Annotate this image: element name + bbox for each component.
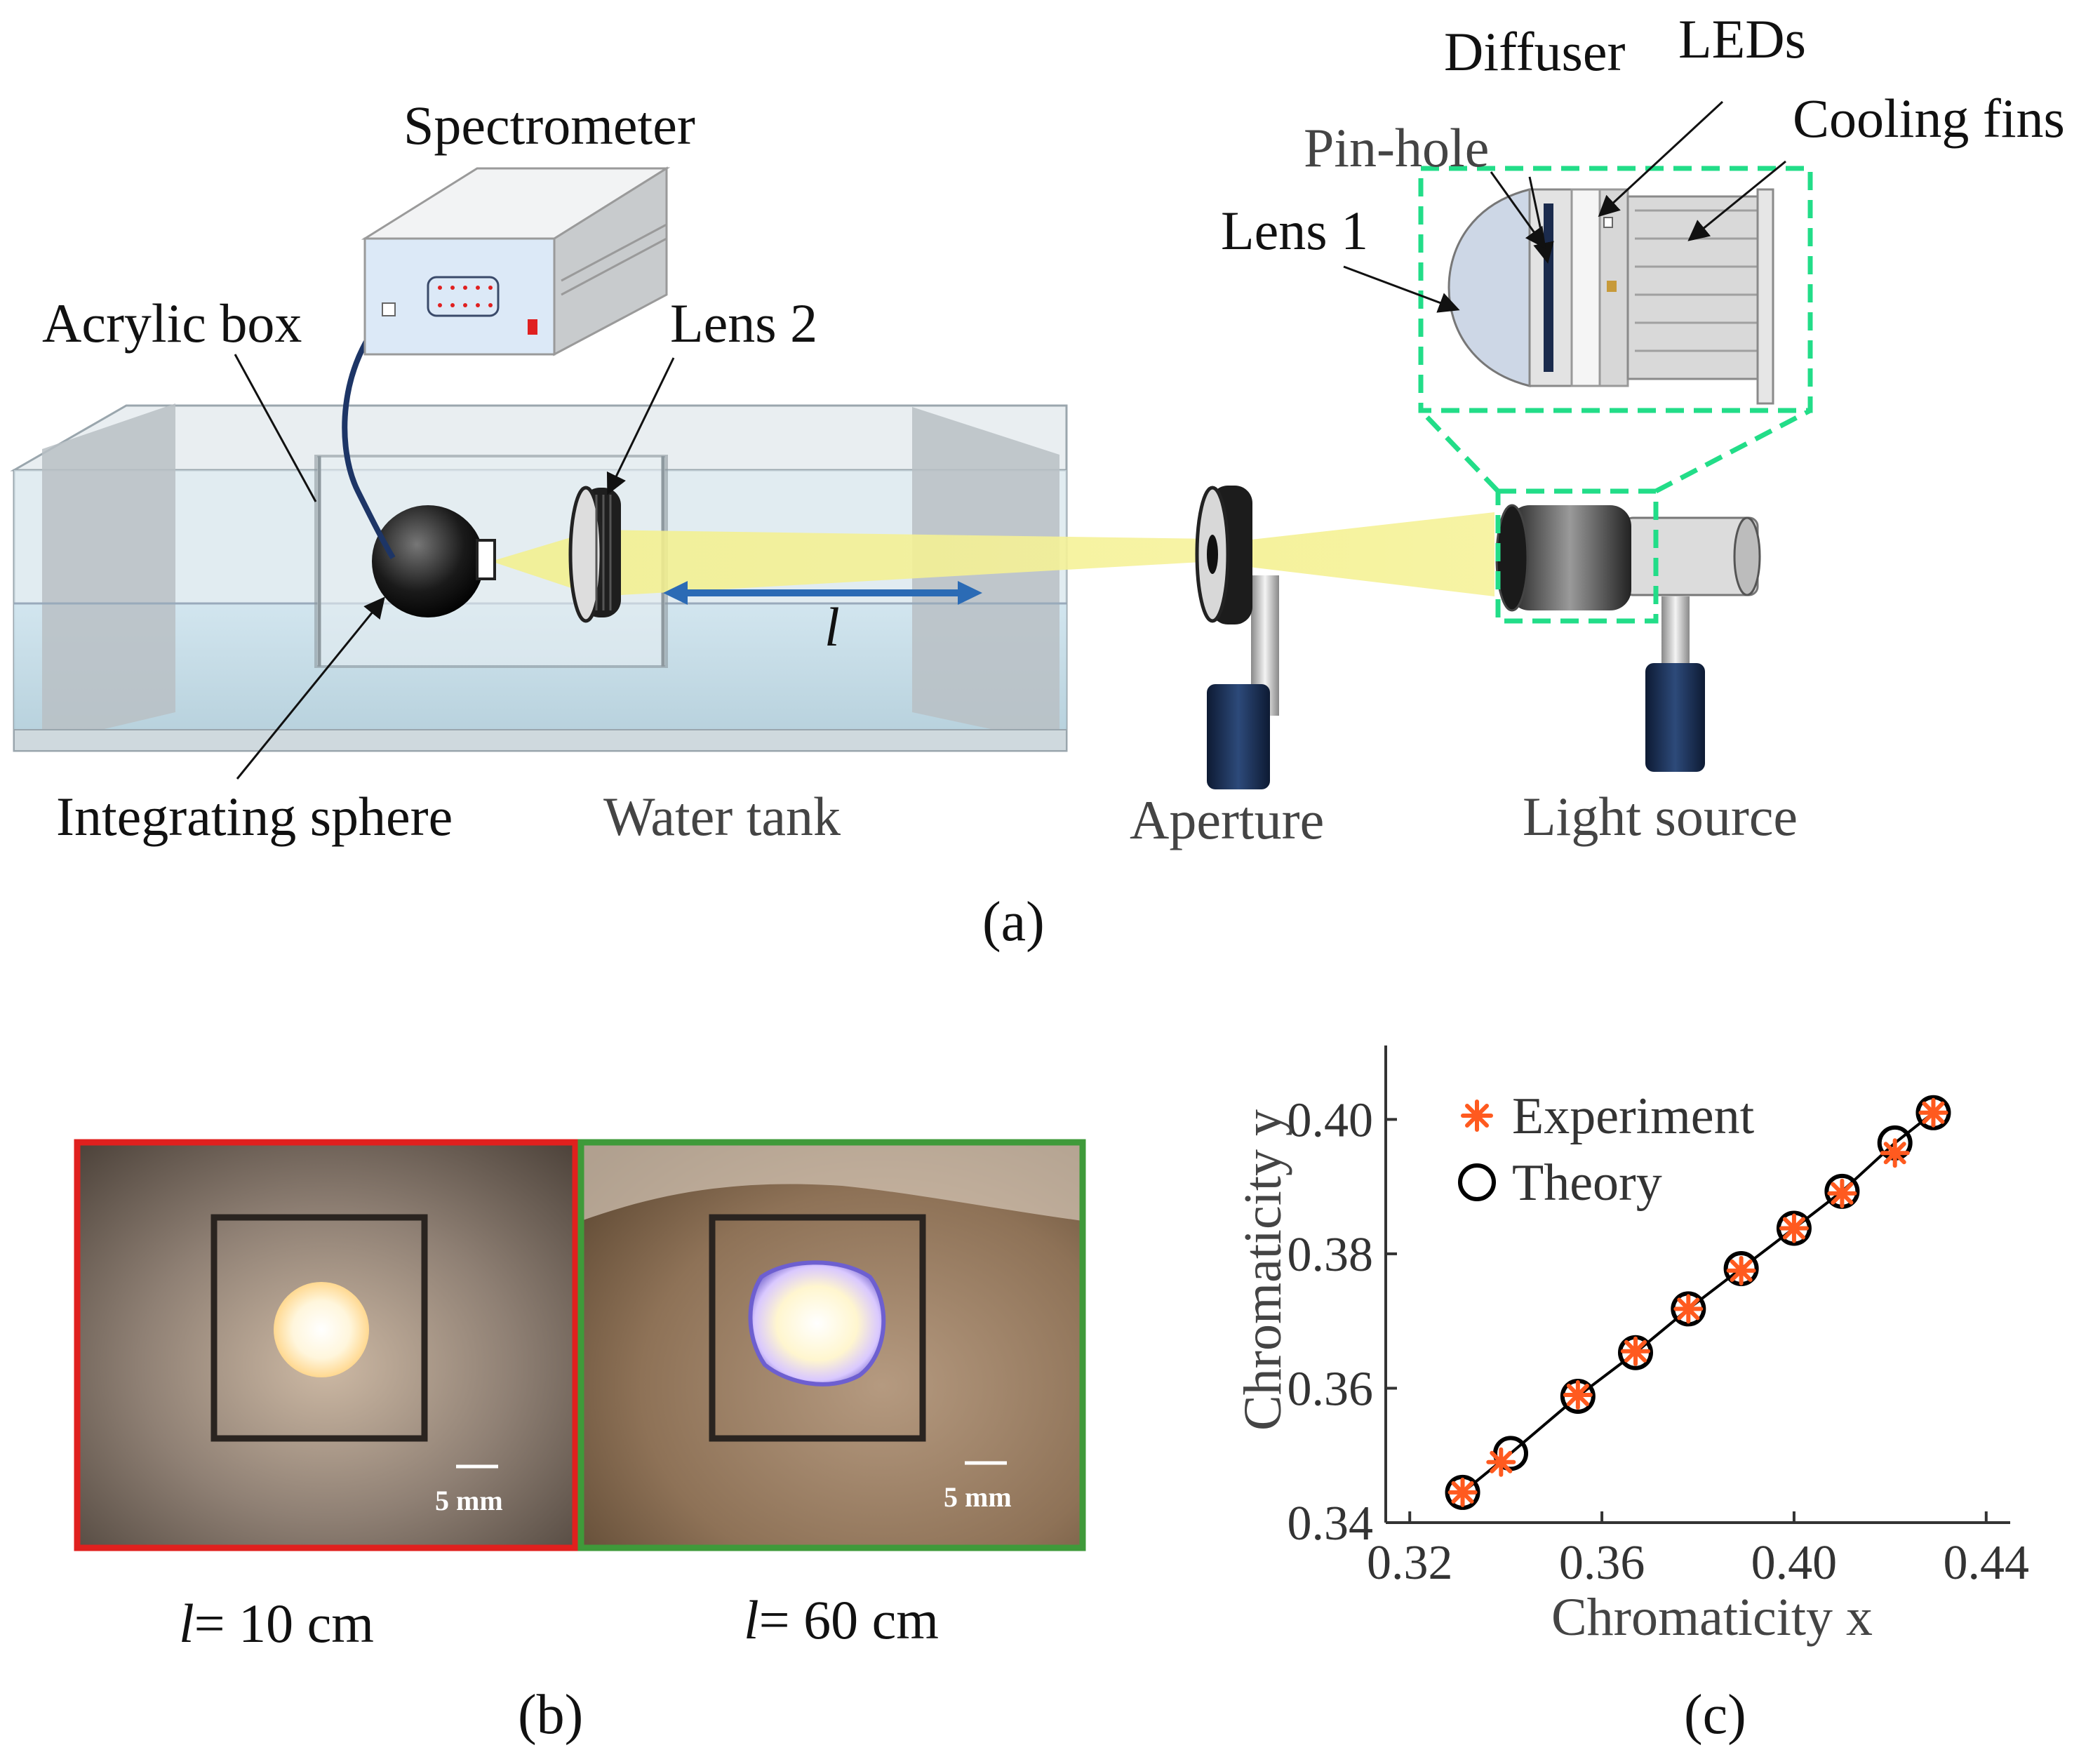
experiment-point — [1918, 1097, 1948, 1128]
label-integrating-sphere: Integrating sphere — [56, 786, 453, 847]
l-symbol: l — [744, 1589, 759, 1650]
legend-marker-theory — [1458, 1163, 1496, 1201]
zoom-box-small — [1495, 488, 1659, 624]
l-symbol: l — [179, 1593, 194, 1654]
photo-10cm: 5 mm — [74, 1139, 579, 1551]
experiment-point — [1621, 1336, 1650, 1366]
label-acrylic-box: Acrylic box — [42, 293, 302, 354]
label-lens-1: Lens 1 — [1221, 200, 1368, 261]
y-tick-label: 0.38 — [1288, 1228, 1374, 1282]
light-source — [1495, 504, 1761, 772]
distance-arrow — [663, 581, 982, 605]
theory-line — [1462, 1111, 1934, 1494]
light-beam — [491, 530, 1214, 596]
chart: 0.32 0.36 0.40 0.44 0.34 0.36 0.38 0.40 Chromat… — [1233, 1045, 2029, 1647]
experiment-point — [1827, 1178, 1857, 1208]
theory-point — [1915, 1095, 1951, 1130]
x-tick-label: 0.32 — [1367, 1536, 1453, 1590]
y-tick-label: 0.36 — [1288, 1362, 1374, 1416]
panel-c: 0.32 0.36 0.40 0.44 0.34 0.36 0.38 0.40 Chromat… — [1233, 1045, 2029, 1746]
legend: Experiment Theory — [1458, 1088, 1755, 1212]
experiment-point — [1779, 1213, 1809, 1243]
experiment-point — [1673, 1294, 1704, 1324]
legend-label-theory: Theory — [1512, 1154, 1662, 1212]
legend-label-experiment: Experiment — [1512, 1088, 1755, 1145]
theory-point — [1671, 1291, 1706, 1327]
label-diffuser: Diffuser — [1444, 21, 1626, 82]
chart-axes — [1384, 1045, 2010, 1524]
label-distance: l — [824, 596, 840, 657]
panel-a: Spectrometer Acrylic box Lens 2 Integrat… — [10, 8, 2065, 953]
x-axis-title: Chromaticity x — [1551, 1588, 1873, 1647]
caption-c: (c) — [1684, 1684, 1746, 1746]
photo-60cm: 5 mm — [577, 1139, 1086, 1551]
chart-series — [1445, 1095, 1951, 1510]
panel-b: 5 mm 5 mm l= 10 cm l= 60 cm (b) — [74, 1139, 1086, 1746]
label-pin-hole: Pin-hole — [1304, 117, 1489, 178]
experiment-point — [1726, 1255, 1756, 1285]
x-tick-label: 0.40 — [1751, 1536, 1838, 1590]
label-water-tank: Water tank — [603, 786, 841, 847]
leader-lines — [234, 100, 1786, 780]
distance-value: = 10 cm — [194, 1593, 374, 1654]
x-tick-label: 0.36 — [1559, 1536, 1645, 1590]
scale-bar-label: 5 mm — [944, 1481, 1012, 1513]
label-cooling-fins: Cooling fins — [1793, 88, 2065, 149]
scale-bar-label: 5 mm — [435, 1485, 503, 1516]
experiment-point — [1880, 1138, 1910, 1168]
light-source-cutaway — [1447, 188, 1774, 405]
theory-point — [1445, 1474, 1480, 1510]
aperture — [1195, 486, 1279, 789]
caption-a: (a) — [982, 891, 1045, 953]
fiber-cable — [342, 308, 396, 560]
experiment-point — [1563, 1380, 1593, 1410]
legend-marker-experiment — [1461, 1100, 1493, 1132]
label-spectrometer: Spectrometer — [403, 95, 695, 156]
y-tick-label: 0.40 — [1288, 1093, 1374, 1147]
x-tick-label: 0.44 — [1944, 1536, 2030, 1590]
caption-l-60: l= 60 cm — [744, 1589, 939, 1650]
spectrometer — [361, 166, 671, 356]
experiment-point — [1486, 1447, 1516, 1477]
experiment-point — [1447, 1477, 1478, 1507]
caption-b: (b) — [518, 1684, 583, 1746]
label-light-source: Light source — [1523, 786, 1798, 847]
distance-value: = 60 cm — [759, 1589, 939, 1650]
caption-l-10: l= 10 cm — [179, 1593, 374, 1654]
y-axis-title: Chromaticity y — [1233, 1109, 1292, 1431]
photo-frame-red — [74, 1139, 579, 1551]
label-aperture: Aperture — [1130, 789, 1324, 850]
y-tick-label: 0.34 — [1288, 1497, 1374, 1551]
light-beam-wide — [1214, 512, 1494, 596]
label-leds: LEDs — [1678, 8, 1806, 69]
photo-frame-green — [577, 1139, 1086, 1551]
chart-ticks: 0.32 0.36 0.40 0.44 0.34 0.36 0.38 0.40 — [1288, 1093, 2030, 1590]
lens-2 — [568, 486, 621, 623]
zoom-inset — [1418, 166, 1813, 624]
theory-point — [1776, 1210, 1812, 1246]
label-lens-2: Lens 2 — [670, 293, 817, 354]
integrating-sphere — [372, 505, 496, 617]
